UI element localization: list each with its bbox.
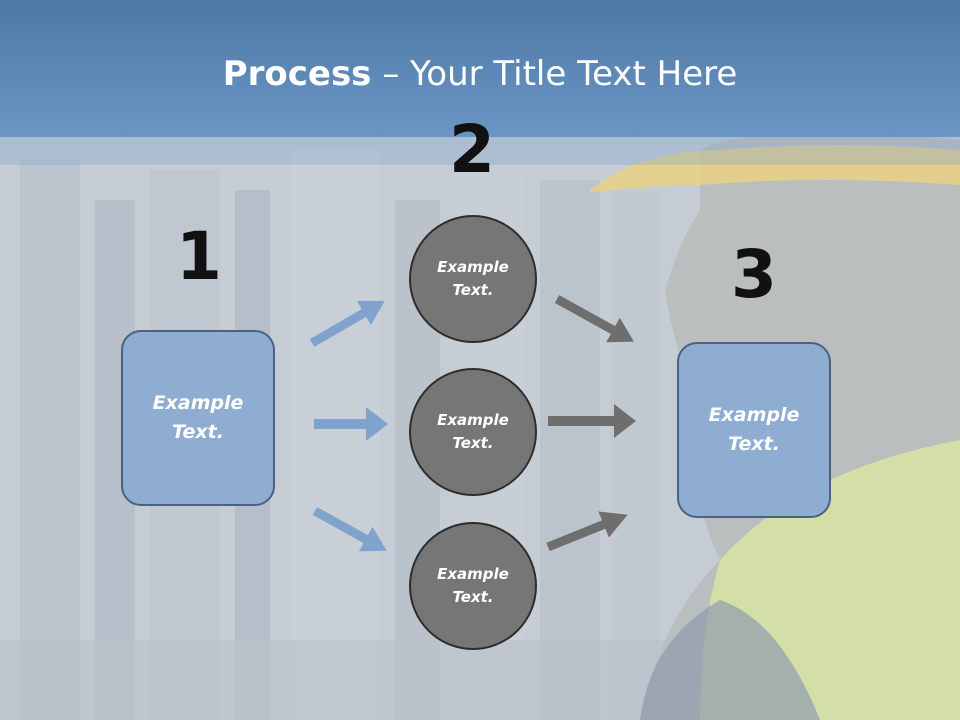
step-2-circle-middle[interactable]: Example Text.	[409, 368, 537, 496]
step-2-circle-bottom[interactable]: Example Text.	[409, 522, 537, 650]
slide-title: Process – Your Title Text Here	[0, 52, 960, 96]
step-2-circle-middle-label: Example Text.	[437, 411, 509, 452]
step-2-circle-top[interactable]: Example Text.	[409, 215, 537, 343]
step-number-1: 1	[176, 218, 222, 295]
step-1-box[interactable]: Example Text.	[121, 330, 275, 506]
step-3-label: Example Text.	[708, 404, 800, 455]
step-number-3: 3	[731, 236, 777, 313]
step-2-circle-top-label: Example Text.	[437, 258, 509, 299]
title-bold: Process	[222, 54, 372, 94]
step-1-label: Example Text.	[152, 392, 244, 443]
title-bar-band	[0, 137, 960, 165]
arrow-gray-right-icon	[548, 404, 636, 438]
title-bar	[0, 0, 960, 137]
arrow-gray-up-right-icon	[546, 511, 628, 552]
step-3-box[interactable]: Example Text.	[677, 342, 831, 518]
arrow-blue-right-icon	[314, 407, 388, 441]
arrow-blue-up-right-icon	[309, 300, 385, 347]
step-2-circle-bottom-label: Example Text.	[437, 565, 509, 606]
title-rest: – Your Title Text Here	[371, 54, 738, 94]
arrow-gray-down-right-icon	[554, 295, 634, 343]
step-number-2: 2	[449, 111, 495, 188]
arrow-blue-down-right-icon	[312, 507, 387, 552]
